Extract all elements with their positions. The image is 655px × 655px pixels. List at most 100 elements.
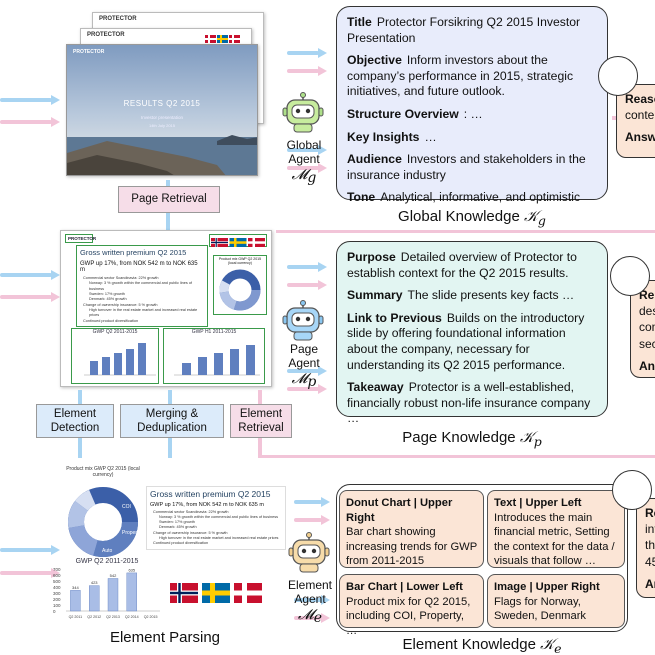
bullet-item: High turnover in the real estate market … [159,535,279,540]
answer-circle [612,470,652,510]
page-agent-robot-icon [281,300,325,342]
element-agent-label: Element Agent 𝓜e [287,578,333,627]
global-line-text: Investors and stakeholders in the insura… [347,152,586,182]
global-line: Tone Analytical, informative, and optimis… [347,190,597,206]
connector [168,390,172,404]
bullet-item: Change of ownership insurance: 5 % growt… [83,302,158,307]
page-line-text: Builds on the introductory slide by offe… [347,310,585,372]
global-line-key: Tone [347,190,376,205]
global-line-key: Audience [347,152,402,167]
arrow-to-page-box [287,262,327,272]
page-line-key: Takeaway [347,380,404,395]
bar-0 [70,590,81,612]
page-line-text: Protector is a well-established, financi… [347,380,591,426]
global-line-text: Analytical, informative, and optimistic [380,190,581,205]
arrow-to-element-box [294,497,330,507]
global-line-text: Protector Forsikring Q2 2015 Investor Pr… [347,15,581,45]
y-tick-label: 0 [53,609,56,614]
slide-bar-chart-2 [174,345,260,376]
parsed-donut-chart: COI Property Auto [68,487,141,557]
small-donut-chart [219,269,261,311]
bullet-item: Denmark: 45% growth [159,525,197,530]
text-region-box: Gross written premium Q2 2015 GWP up 17%… [76,245,208,327]
bullet-item: Norway: 3 % growth within the commercial… [159,515,279,520]
parsed-bullet-list: Commercial sector Scandinavia: 22% growt… [147,509,285,547]
parsed-flags-image [168,580,264,606]
global-line-key: Objective [347,53,402,68]
y-tick-label: 200 [53,597,61,602]
bar-value-label: 635 [128,567,135,572]
element-parsing-caption: Element Parsing [109,629,221,646]
input-arrow-blue [0,95,60,105]
x-tick-label: Q2 2012 [87,615,101,619]
element-card-text: Text | Upper Left Introduces the main fi… [487,490,625,568]
global-line-text: Inform investors about the company’s per… [347,53,574,99]
arrow-to-global-box [287,66,327,76]
parsed-donut-element: Product mix GWP Q2 2015 (local currency)… [62,466,144,560]
input-arrow-pink [0,292,60,302]
element-knowledge-caption: Element Knowledge 𝒦e [402,635,562,655]
arrow-to-global-box [287,48,327,58]
element-agent-robot-icon [287,532,331,574]
element-side-line: Re [645,506,655,520]
x-tick-label: Q2 2015 [144,615,158,619]
element-detection-step: Element Detection [36,404,114,438]
merging-deduplication-step: Merging & Deduplication [120,404,224,438]
gwp-slide: PROTECTOR Gross written premium Q2 2015 … [60,230,272,387]
y-tick-label: 300 [53,591,61,596]
global-line-text: : … [463,107,483,122]
cover-photo [67,45,257,175]
bullet-item: Sweden: 17% growth [159,520,195,525]
donut-label-auto: Auto [102,548,113,554]
connector [168,438,172,458]
bar-value-label: 344 [72,585,79,590]
bullet-item: Norway: 3 % growth within the commercial… [89,281,192,291]
input-arrow-blue [0,270,60,280]
page-knowledge-caption: Page Knowledge 𝒦p [402,428,542,449]
page-line-key: Link to Previous [347,310,442,325]
bar-1 [89,585,100,612]
global-line: Structure Overview : … [347,107,597,123]
bar-value-label: 542 [110,573,117,578]
chart1-region-box: GWP Q2 2011-2015 [71,328,159,384]
global-line: Key Insights… [347,130,597,146]
element-card-donut: Donut Chart | Upper Right Bar chart show… [339,490,484,568]
arrow-to-page-box [287,366,327,376]
page-answer-box: RedesconsecAn [630,280,655,378]
connector [78,438,82,458]
element-card-bar: Bar Chart | Lower Left Product mix for Q… [339,574,484,637]
arrow-to-element-box [294,613,330,623]
connector [262,455,655,458]
bullet-item: Sweden: 17% growth [89,291,125,296]
bullet-list: Commercial sector Scandinavia: 22% growt… [77,275,207,325]
parsed-text-element: Gross written premium Q2 2015 GWP up 17%… [146,486,286,550]
bar-value-label: 423 [91,580,98,585]
element-card-image: Image | Upper Right Flags for Norway, Sw… [487,574,625,628]
page-side-line: des [639,304,655,319]
arrow-to-element-box [294,515,330,525]
arrow-to-page-box [287,280,327,290]
bar-2 [107,578,119,612]
page-side-line: An [639,358,655,373]
page-side-line: con [639,320,655,335]
page-retrieval-step: Page Retrieval [118,186,220,213]
page-side-line: sec [639,336,655,351]
bullet-item: Continued product diversification [83,318,139,323]
donut-label-coi: COI [122,504,131,510]
connector [258,390,262,404]
y-tick-label: 100 [53,603,61,608]
bullet-item: Commercial sector Scandinavia: 22% growt… [153,510,229,514]
input-arrow-pink [0,568,60,578]
y-tick-label: 700 [53,567,61,572]
input-arrow-blue [0,545,60,555]
global-line-key: Structure Overview [347,107,459,122]
global-agent-label: Global Agent 𝓜g [286,138,322,187]
arrow-to-global-box [287,145,327,155]
